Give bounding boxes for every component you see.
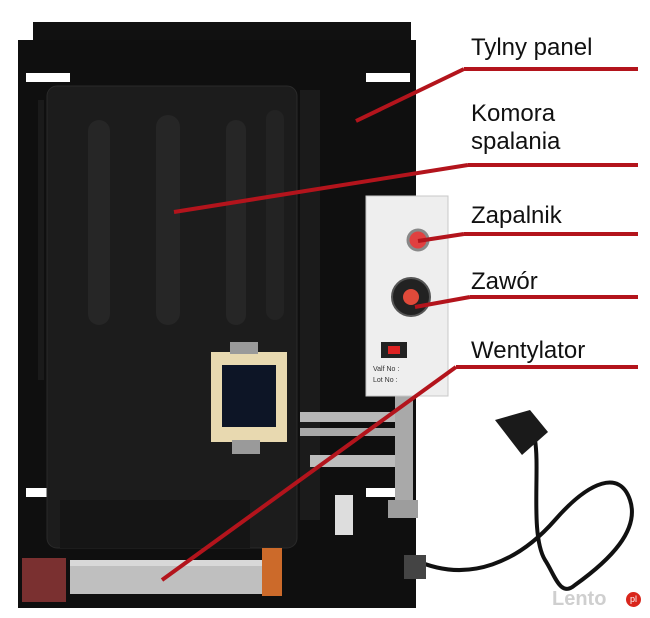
gas-pipes [300,395,418,535]
valve-plate-lot-no: Lot No : [373,377,398,384]
callout-line-rear-panel [355,67,465,123]
watermark-badge: pl [626,592,641,607]
control-box [365,195,449,397]
sight-window [211,342,287,454]
label-combustion-chamber-line2: spalania [471,128,561,155]
label-fan: Wentylator [471,337,586,364]
valve-plate-valf-no: Valf No : [373,366,400,373]
label-rear-panel: Tylny panel [471,34,593,61]
callout-lines [160,67,638,582]
callout-line-fan [160,365,458,582]
label-combustion-chamber: Komora spalania [471,100,560,156]
watermark-logo: Lento [552,588,607,610]
label-combustion-chamber-line1: Komora [471,100,556,127]
callout-line-igniter [417,232,465,243]
label-valve: Zawór [471,268,538,295]
fan [22,548,282,602]
callout-line-combustion-chamber [173,163,469,214]
power-cord [404,410,634,591]
combustion-chamber [46,85,298,549]
callout-line-valve [414,295,471,309]
label-igniter: Zapalnik [471,202,562,229]
